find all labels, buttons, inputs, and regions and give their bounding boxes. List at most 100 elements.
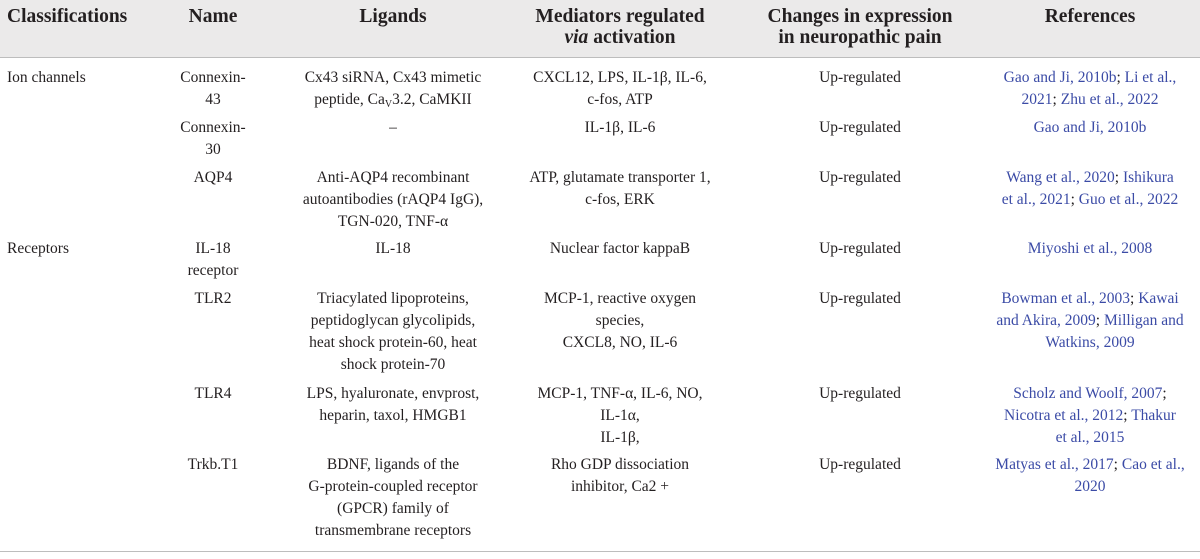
mediators-line: CXCL12, LPS, IL-1β, IL-6, bbox=[533, 69, 707, 86]
mediators-line: IL-1β, IL-6 bbox=[584, 119, 656, 136]
change-cell: Up-regulated bbox=[819, 240, 901, 257]
ligands-cell: IL-18 bbox=[293, 238, 493, 260]
reference-link[interactable]: 2020 bbox=[1074, 478, 1106, 495]
classification-cell: Ion channels bbox=[7, 69, 86, 86]
name-cell: TLR2 bbox=[143, 288, 283, 310]
reference-separator: ; bbox=[1113, 456, 1122, 473]
references-line: Watkins, 2009 bbox=[985, 332, 1195, 354]
reference-link[interactable]: Gao and Ji, 2010b bbox=[1033, 119, 1147, 136]
reference-link[interactable]: Matyas et al., 2017 bbox=[995, 456, 1114, 473]
ligands-line: LPS, hyaluronate, envprost, bbox=[306, 385, 480, 402]
reference-link[interactable]: Miyoshi et al., 2008 bbox=[1027, 240, 1153, 257]
change-cell: Up-regulated bbox=[819, 385, 901, 402]
references-cell: Matyas et al., 2017; Cao et al., 2020 bbox=[985, 454, 1195, 498]
reference-separator: ; bbox=[1116, 69, 1125, 86]
reference-link[interactable]: Milligan and bbox=[1103, 312, 1184, 329]
reference-link[interactable]: Bowman et al., 2003 bbox=[1001, 290, 1131, 307]
name-cell: Connexin-43 bbox=[143, 67, 283, 111]
ligands-line: Triacylated lipoproteins, bbox=[317, 290, 469, 307]
reference-separator: ; bbox=[1052, 91, 1061, 108]
reference-link[interactable]: Watkins, 2009 bbox=[1045, 334, 1135, 351]
ligands-cell: Anti-AQP4 recombinant autoantibodies (rAQ… bbox=[293, 167, 493, 233]
header-mediators-line1: Mediators regulated bbox=[535, 6, 705, 27]
table-header-band bbox=[0, 0, 1200, 57]
ligands-line: heparin, taxol, HMGB1 bbox=[319, 407, 467, 424]
name-line: 30 bbox=[205, 141, 221, 158]
reference-link[interactable]: 2021 bbox=[1021, 91, 1053, 108]
references-line: Matyas et al., 2017; Cao et al., bbox=[985, 454, 1195, 476]
references-cell: Bowman et al., 2003; Kawai and Akira, 200… bbox=[985, 288, 1195, 354]
references-line: Gao and Ji, 2010b; Li et al., bbox=[985, 67, 1195, 89]
ligands-line: Anti-AQP4 recombinant bbox=[316, 169, 470, 186]
ligands-line: TGN-020, TNF-α bbox=[337, 213, 449, 230]
ligands-line: IL-18 bbox=[375, 240, 411, 257]
change-cell: Up-regulated bbox=[819, 290, 901, 307]
reference-link[interactable]: Thakur bbox=[1131, 407, 1176, 424]
reference-separator: ; bbox=[1162, 385, 1167, 402]
mediators-line: Nuclear factor kappaB bbox=[549, 240, 691, 257]
reference-link[interactable]: and Akira, 2009 bbox=[996, 312, 1096, 329]
reference-separator: ; bbox=[1130, 290, 1139, 307]
change-cell: Up-regulated bbox=[819, 456, 901, 473]
header-mediators: Mediators regulated via activation bbox=[505, 6, 735, 48]
references-line: 2021; Zhu et al., 2022 bbox=[985, 89, 1195, 111]
reference-separator: ; bbox=[1095, 312, 1104, 329]
reference-link[interactable]: Nicotra et al., 2012 bbox=[1004, 407, 1124, 424]
references-line: Miyoshi et al., 2008 bbox=[985, 238, 1195, 260]
ligands-line: shock protein-70 bbox=[340, 356, 446, 373]
ligands-line: – bbox=[389, 119, 397, 136]
references-line: Gao and Ji, 2010b bbox=[985, 117, 1195, 139]
name-line: receptor bbox=[187, 262, 239, 279]
reference-link[interactable]: Wang et al., 2020 bbox=[1006, 169, 1115, 186]
mediators-line: IL-1β, bbox=[600, 429, 640, 446]
references-cell: Scholz and Woolf, 2007;Nicotra et al., 2… bbox=[985, 383, 1195, 449]
mediators-line: ATP, glutamate transporter 1, bbox=[529, 169, 711, 186]
change-cell: Up-regulated bbox=[819, 169, 901, 186]
reference-link[interactable]: Li et al., bbox=[1124, 69, 1177, 86]
reference-link[interactable]: et al., 2021 bbox=[1001, 191, 1071, 208]
name-cell: Connexin-30 bbox=[143, 117, 283, 161]
name-line: IL-18 bbox=[195, 240, 231, 257]
ligands-line: (GPCR) family of bbox=[337, 500, 449, 517]
ligands-cell: Triacylated lipoproteins,peptidoglycan g… bbox=[293, 288, 493, 376]
reference-link[interactable]: Scholz and Woolf, 2007 bbox=[1013, 385, 1163, 402]
header-name: Name bbox=[188, 6, 238, 27]
ligands-cell: LPS, hyaluronate, envprost, heparin, taxo… bbox=[293, 383, 493, 427]
header-ligands: Ligands bbox=[359, 6, 427, 27]
references-line: Wang et al., 2020; Ishikura bbox=[985, 167, 1195, 189]
name-cell: Trkb.T1 bbox=[143, 454, 283, 476]
ligands-line: autoantibodies (rAQP4 IgG), bbox=[302, 191, 484, 208]
ligands-line: G-protein-coupled receptor bbox=[308, 478, 478, 495]
mediators-line: CXCL8, NO, IL-6 bbox=[562, 334, 678, 351]
mediators-line: Rho GDP dissociation bbox=[550, 456, 690, 473]
table-bottom-rule bbox=[0, 551, 1200, 552]
ligands-line: peptide, CaV3.2, CaMKII bbox=[314, 91, 472, 110]
reference-link[interactable]: Zhu et al., 2022 bbox=[1060, 91, 1159, 108]
header-changes: Changes in expression in neuropathic pai… bbox=[740, 6, 980, 48]
name-cell: IL-18 receptor bbox=[143, 238, 283, 282]
reference-link[interactable]: Ishikura bbox=[1122, 169, 1174, 186]
mediators-cell: Nuclear factor kappaB bbox=[505, 238, 735, 260]
reference-link[interactable]: Kawai bbox=[1138, 290, 1179, 307]
reference-link[interactable]: Gao and Ji, 2010b bbox=[1003, 69, 1117, 86]
reference-link[interactable]: Cao et al., bbox=[1121, 456, 1185, 473]
name-line: TLR4 bbox=[194, 385, 232, 402]
mediators-cell: MCP-1, TNF-α, IL-6, NO,IL-1α,IL-1β, bbox=[505, 383, 735, 449]
change-cell: Up-regulated bbox=[819, 119, 901, 136]
header-references: References bbox=[1044, 6, 1136, 27]
references-line: Scholz and Woolf, 2007; bbox=[985, 383, 1195, 405]
reference-link[interactable]: et al., 2015 bbox=[1055, 429, 1125, 446]
header-changes-line2: in neuropathic pain bbox=[778, 27, 942, 48]
references-line: Nicotra et al., 2012; Thakur bbox=[985, 405, 1195, 427]
name-line: TLR2 bbox=[194, 290, 232, 307]
change-cell: Up-regulated bbox=[819, 69, 901, 86]
references-cell: Gao and Ji, 2010b; Li et al.,2021; Zhu e… bbox=[985, 67, 1195, 111]
header-changes-line1: Changes in expression bbox=[767, 6, 953, 27]
mediators-line: c-fos, ATP bbox=[587, 91, 653, 108]
mediators-line: IL-1α, bbox=[600, 407, 640, 424]
name-line: Connexin- bbox=[180, 69, 246, 86]
reference-link[interactable]: Guo et al., 2022 bbox=[1078, 191, 1179, 208]
